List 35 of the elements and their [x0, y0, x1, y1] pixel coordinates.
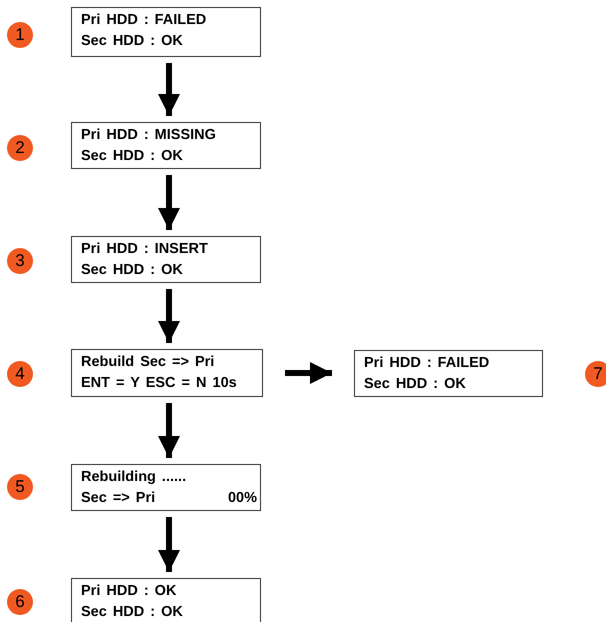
arrow [158, 289, 180, 343]
arrow [158, 175, 180, 230]
step-number: 3 [7, 248, 33, 274]
display-text: Sec HDD : OK [81, 148, 183, 164]
step-number: 7 [585, 361, 606, 387]
display-box [71, 578, 261, 622]
display-text: Sec HDD : OK [364, 376, 466, 392]
display-box [71, 7, 261, 57]
display-box [71, 236, 261, 283]
display-text: Pri HDD : FAILED [364, 355, 490, 371]
display-text: Rebuilding ...... [81, 469, 186, 485]
display-box [71, 464, 261, 511]
display-text: Sec HDD : OK [81, 262, 183, 278]
display-box [71, 122, 261, 169]
display-text: Pri HDD : OK [81, 583, 176, 599]
display-text: Pri HDD : INSERT [81, 241, 208, 257]
display-text: ENT = Y ESC = N 10s [81, 375, 237, 391]
step-number: 4 [7, 361, 33, 387]
display-box [71, 349, 263, 397]
display-text: Sec HDD : OK [81, 604, 183, 620]
arrow [158, 517, 180, 572]
display-text: Pri HDD : FAILED [81, 12, 206, 28]
display-text: 00% [228, 490, 257, 506]
step-number: 1 [7, 22, 33, 48]
display-text: Pri HDD : MISSING [81, 127, 216, 143]
step-number: 2 [7, 135, 33, 161]
arrow [285, 362, 332, 384]
arrow [158, 63, 180, 116]
step-number: 5 [7, 474, 33, 500]
display-text: Sec HDD : OK [81, 33, 183, 49]
step-number: 6 [7, 589, 33, 615]
display-text: Rebuild Sec => Pri [81, 354, 214, 370]
display-box [354, 350, 543, 397]
display-text: Sec => Pri [81, 490, 156, 506]
arrow [158, 403, 180, 458]
